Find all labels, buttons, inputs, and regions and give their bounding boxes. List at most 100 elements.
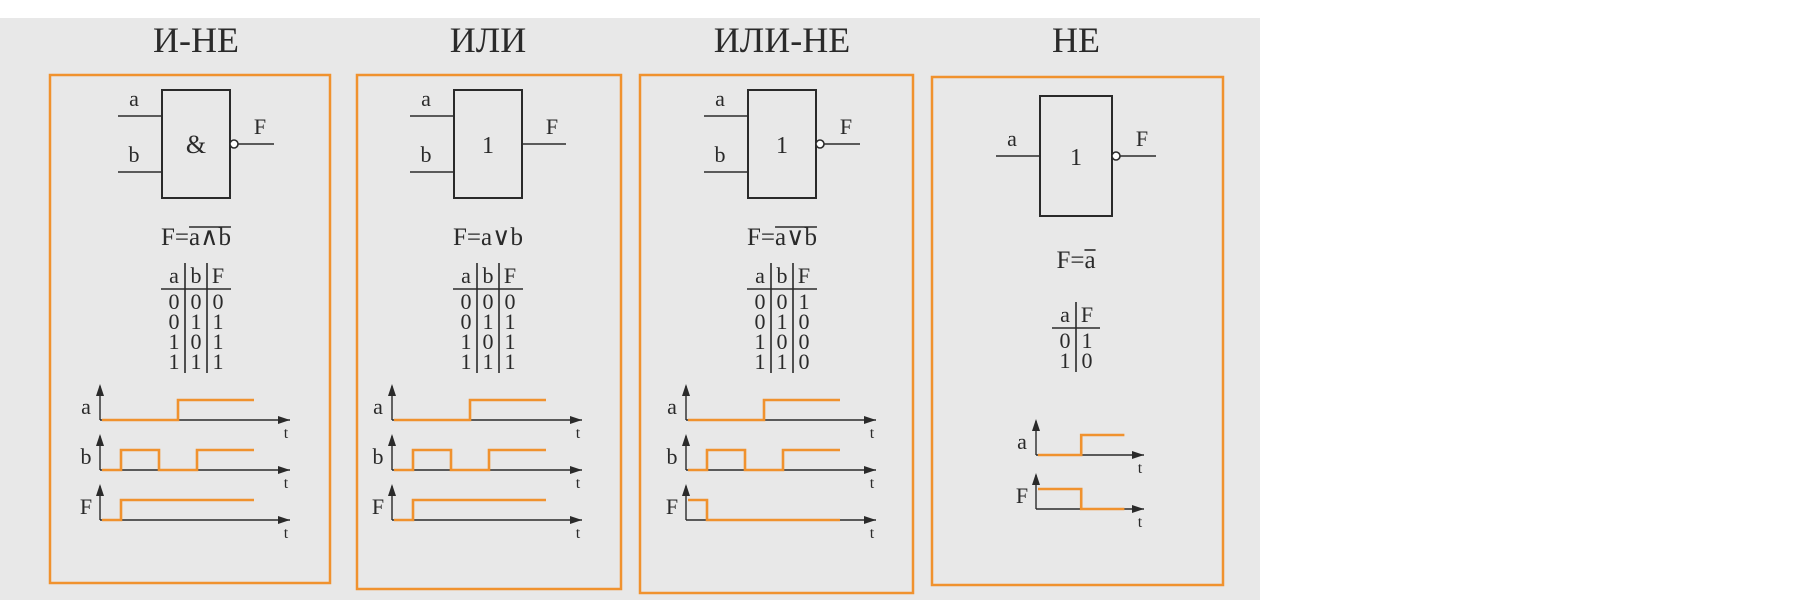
time-label: t [870, 425, 875, 442]
level-arrow [388, 484, 396, 496]
signal-label: F [372, 494, 384, 519]
time-arrow [864, 466, 876, 474]
inversion-bubble [1111, 151, 1121, 161]
gate-symbol: 1 [1070, 145, 1082, 171]
table-cell: 0 [461, 289, 472, 314]
table-cell: 0 [169, 309, 180, 334]
table-cell: 1 [169, 329, 180, 354]
gate-frame [355, 73, 623, 591]
table-cell: 1 [777, 309, 788, 334]
gate-frame [930, 75, 1225, 587]
time-arrow [570, 466, 582, 474]
level-arrow [682, 384, 690, 396]
formula-negated-term: a∨b [775, 224, 817, 251]
table-cell: 1 [755, 329, 766, 354]
table-cell: 0 [777, 289, 788, 314]
gate-symbol: 1 [482, 133, 494, 159]
table-cell: 0 [755, 309, 766, 334]
signal-waveform [1038, 433, 1125, 457]
table-cell: 0 [213, 289, 224, 314]
table-cell: 1 [483, 349, 494, 374]
table-header: F [504, 263, 516, 288]
time-label: t [1138, 514, 1143, 531]
gate-title: ИЛИ [450, 20, 526, 60]
time-arrow [570, 416, 582, 424]
formula-negated-term: a∧b [189, 224, 231, 251]
time-arrow [1132, 451, 1144, 459]
table-cell: 1 [461, 329, 472, 354]
signal-label: b [373, 444, 384, 469]
signal-waveform [102, 448, 254, 472]
table-cell: 0 [169, 289, 180, 314]
time-label: t [870, 475, 875, 492]
table-cell: 0 [1060, 328, 1071, 353]
formula-prefix: F= [747, 224, 775, 251]
time-arrow [278, 516, 290, 524]
table-cell: 1 [755, 349, 766, 374]
table-header: b [777, 263, 788, 288]
gate-symbol: & [186, 130, 206, 159]
formula: F=a∨b [747, 224, 817, 251]
time-arrow [864, 516, 876, 524]
gate-title: НЕ [1052, 20, 1100, 60]
time-arrow [278, 466, 290, 474]
formula-term: a∨b [481, 224, 523, 251]
output-label: F [1136, 126, 1148, 151]
signal-waveform [394, 448, 546, 472]
time-arrow [278, 416, 290, 424]
table-header: F [798, 263, 810, 288]
time-label: t [284, 525, 289, 542]
table-header: a [755, 263, 765, 288]
gate-title: И-НЕ [153, 20, 239, 60]
table-cell: 1 [213, 349, 224, 374]
level-arrow [96, 434, 104, 446]
table-cell: 0 [799, 349, 810, 374]
table-cell: 1 [505, 349, 516, 374]
output-label: F [840, 114, 852, 139]
signal-label: F [1016, 483, 1028, 508]
inversion-bubble [815, 139, 825, 149]
input-label: a [1007, 126, 1017, 151]
table-cell: 0 [505, 289, 516, 314]
table-cell: 1 [191, 309, 202, 334]
formula-prefix: F= [1056, 247, 1084, 274]
gate-title: ИЛИ-НЕ [714, 20, 850, 60]
signal-label: b [667, 444, 678, 469]
time-arrow [1132, 505, 1144, 513]
time-arrow [570, 516, 582, 524]
table-cell: 1 [213, 309, 224, 334]
gate-frame [638, 73, 915, 595]
table-cell: 0 [799, 309, 810, 334]
table-cell: 0 [191, 289, 202, 314]
level-arrow [1032, 419, 1040, 431]
input-label: b [421, 142, 432, 167]
table-header: b [191, 263, 202, 288]
table-cell: 0 [1082, 348, 1093, 373]
level-arrow [96, 484, 104, 496]
table-cell: 0 [191, 329, 202, 354]
table-header: a [169, 263, 179, 288]
signal-waveform [688, 398, 840, 422]
time-label: t [284, 425, 289, 442]
formula: F=a [1056, 247, 1095, 274]
gate-symbol: 1 [776, 133, 788, 159]
signal-label: a [81, 394, 91, 419]
signal-waveform [102, 498, 254, 522]
table-cell: 0 [777, 329, 788, 354]
table-cell: 1 [799, 289, 810, 314]
level-arrow [682, 434, 690, 446]
time-label: t [284, 475, 289, 492]
signal-waveform [688, 498, 840, 522]
table-cell: 0 [799, 329, 810, 354]
table-cell: 1 [169, 349, 180, 374]
table-header: F [1081, 302, 1093, 327]
signal-label: a [373, 394, 383, 419]
table-cell: 1 [505, 309, 516, 334]
signal-waveform [102, 398, 254, 422]
formula: F=a∧b [161, 224, 231, 251]
formula-prefix: F= [161, 224, 189, 251]
table-cell: 1 [483, 309, 494, 334]
